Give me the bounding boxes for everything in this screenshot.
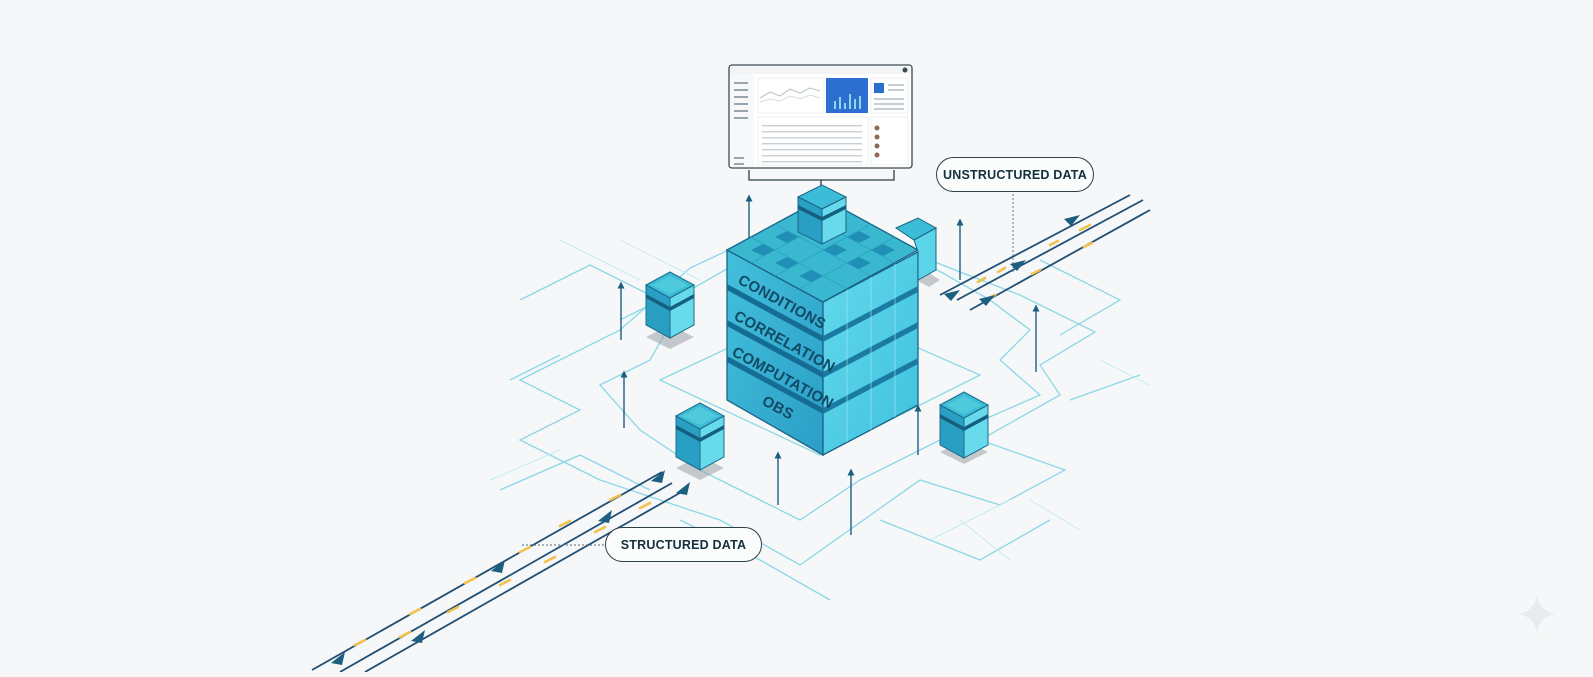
circuit-trace-w bbox=[509, 354, 561, 381]
upward-arrows bbox=[617, 194, 1040, 535]
circuit-trace-se bbox=[879, 519, 1051, 561]
circuit-trace-nw bbox=[519, 264, 662, 321]
arrow-in-icon bbox=[491, 560, 505, 573]
circuit-trace-e bbox=[1069, 374, 1141, 401]
circuit-trace-sw bbox=[499, 454, 651, 491]
stream-structured bbox=[311, 470, 690, 673]
monitor-connector bbox=[748, 170, 895, 181]
arrow-in-icon bbox=[1064, 215, 1080, 226]
data-processing-cube: CONDITIONS CORRELATION COMPUTATION OBS bbox=[725, 184, 938, 457]
arrow-in-icon bbox=[411, 630, 425, 643]
dashboard-monitor bbox=[728, 64, 913, 188]
cube-node-icon bbox=[938, 391, 990, 459]
stream-unstructured bbox=[939, 190, 1151, 311]
arrow-in-icon bbox=[676, 482, 690, 495]
unstructured-data-callout: UNSTRUCTURED DATA bbox=[936, 157, 1094, 192]
cube-node-icon bbox=[644, 271, 696, 339]
cube-node-icon bbox=[674, 402, 726, 471]
arrow-in-icon bbox=[1010, 260, 1026, 271]
arrow-in-icon bbox=[331, 652, 345, 665]
sparkle-icon bbox=[1518, 595, 1556, 633]
circuit-inner-ring bbox=[598, 249, 1042, 521]
arrow-in-icon bbox=[598, 510, 612, 523]
structured-data-label: STRUCTURED DATA bbox=[620, 537, 747, 552]
circuit-faint-lines bbox=[489, 239, 1151, 561]
arrow-in-icon bbox=[979, 295, 995, 306]
unstructured-data-label: UNSTRUCTURED DATA bbox=[943, 167, 1087, 182]
circuit-trace-ne bbox=[1039, 259, 1122, 336]
arrow-in-icon bbox=[651, 470, 665, 483]
structured-data-callout: STRUCTURED DATA bbox=[605, 527, 762, 562]
arrow-in-icon bbox=[944, 290, 960, 301]
